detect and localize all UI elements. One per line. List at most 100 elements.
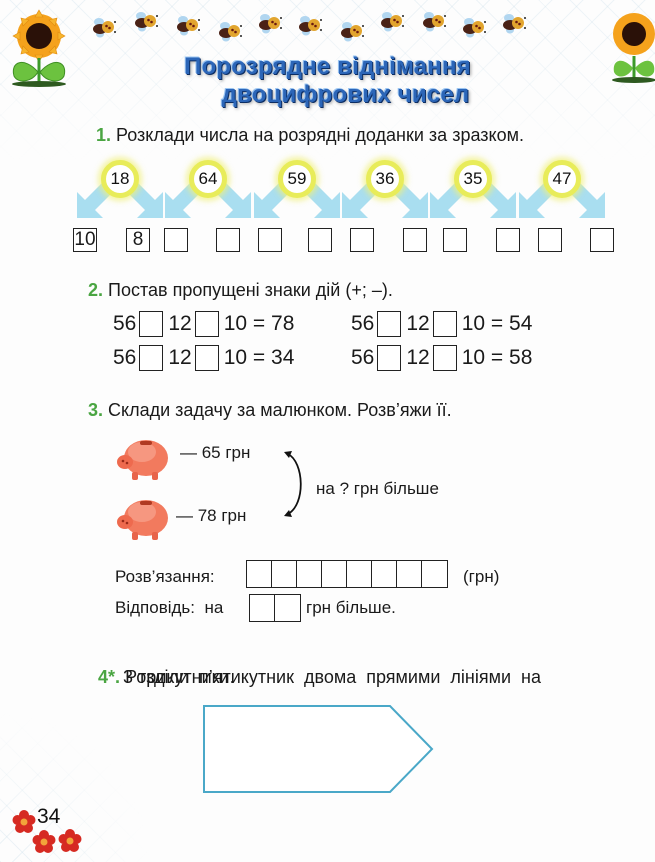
task2-text: Постав пропущені знаки дій (+; –). [108,280,393,300]
bee-icon [174,12,202,40]
bee-icon [460,14,488,42]
page-title-line2: двоцифрових чисел [221,81,470,108]
bee-icon [420,8,448,36]
answer-box[interactable] [496,228,520,252]
task4-number: 4*. [98,667,121,687]
bee-icon [132,8,160,36]
operator-box[interactable] [139,345,164,371]
answer-box[interactable]: 8 [126,228,150,252]
answer-box[interactable] [403,228,427,252]
operator-box[interactable] [377,311,402,337]
bee-icon [90,14,118,42]
task3-number: 3. [88,400,104,420]
equation-result: = 58 [490,346,533,369]
comparison-text: на ? грн більше [316,479,439,498]
task4-instruction: 4*. Розділи п’ятикутник двома прямими лі… [88,641,541,689]
answer-box[interactable] [350,228,374,252]
answer-box[interactable] [216,228,240,252]
solution-cell[interactable] [396,560,423,588]
page-background-corner [0,702,200,862]
bee-icon [256,10,284,38]
piggy-bank-icon [114,494,170,542]
operand: 12 [168,346,192,369]
pentagon-shape[interactable] [200,700,440,804]
number-bubble-group: 47 [517,160,607,220]
answer-cells[interactable] [249,594,301,622]
solution-cell[interactable] [346,560,373,588]
solution-cell[interactable] [371,560,398,588]
equation: 56 12 10 = 34 [113,345,294,371]
operand: 12 [406,346,430,369]
operator-box[interactable] [432,311,457,337]
number-bubble: 59 [278,160,316,198]
answer-box[interactable] [538,228,562,252]
page-number: 34 [37,805,61,828]
equation-result: = 54 [490,312,533,335]
equation-result: = 78 [252,312,295,335]
bee-icon [216,18,244,46]
task4-text-line1: Розділи п’ятикутник двома прямими лініям… [125,667,541,687]
solution-cells[interactable] [246,560,448,588]
operand: 10 [223,346,248,369]
bee-row [90,6,550,46]
piggy1-amount: — 65 грн [180,443,251,462]
solution-cell[interactable] [246,560,273,588]
operand: 10 [461,312,486,335]
answer-box[interactable] [590,228,614,252]
solution-cell[interactable] [296,560,323,588]
answer-cell[interactable] [274,594,301,622]
solution-cell[interactable] [321,560,348,588]
solution-label: Розв’язання: [115,567,215,586]
equation: 56 12 10 = 58 [351,345,532,371]
solution-unit: (грн) [463,567,500,586]
solution-cell[interactable] [421,560,448,588]
task1-instruction: 1. Розклади числа на розрядні доданки за… [96,123,524,147]
number-bubble-group: 64 [163,160,253,220]
answer-suffix: грн більше. [306,598,396,617]
number-bubble: 47 [543,160,581,198]
operand: 56 [113,346,137,369]
answer-box[interactable] [443,228,467,252]
operand: 12 [406,312,430,335]
task1-number: 1. [96,125,112,145]
number-bubble: 18 [101,160,139,198]
sunflower-icon [608,4,655,86]
bee-icon [500,10,528,38]
operand: 12 [168,312,192,335]
answer-box[interactable] [258,228,282,252]
sunflower-icon [4,6,74,88]
number-bubble-group: 36 [340,160,430,220]
task4-text-line2: 3 трикутники. [123,667,235,687]
bee-icon [296,12,324,40]
number-bubble-group: 59 [252,160,342,220]
answer-cell[interactable] [249,594,276,622]
task3-text: Склади задачу за малюнком. Розв’яжи її. [108,400,452,420]
task1-text: Розклади числа на розрядні доданки за зр… [116,125,524,145]
piggy2-amount: — 78 грн [176,506,247,525]
operand: 56 [351,346,375,369]
answer-box[interactable] [308,228,332,252]
answer-label: Відповідь: на [115,598,224,617]
equation-result: = 34 [252,346,295,369]
answer-box[interactable]: 10 [73,228,97,252]
flowers-decoration-icon [12,810,82,853]
operand: 56 [351,312,375,335]
number-bubble: 36 [366,160,404,198]
task3-instruction: 3. Склади задачу за малюнком. Розв’яжи ї… [88,398,452,422]
task2-number: 2. [88,280,104,300]
page-title-line1: Порозрядне віднімання [184,53,471,80]
operator-box[interactable] [139,311,164,337]
equation: 56 12 10 = 54 [351,311,532,337]
bee-icon [338,18,366,46]
number-bubble: 64 [189,160,227,198]
operand: 10 [223,312,248,335]
solution-cell[interactable] [271,560,298,588]
operator-box[interactable] [194,311,219,337]
operator-box[interactable] [377,345,402,371]
answer-box[interactable] [164,228,188,252]
piggy-bank-icon [114,434,170,482]
operator-box[interactable] [432,345,457,371]
operand: 10 [461,346,486,369]
operator-box[interactable] [194,345,219,371]
